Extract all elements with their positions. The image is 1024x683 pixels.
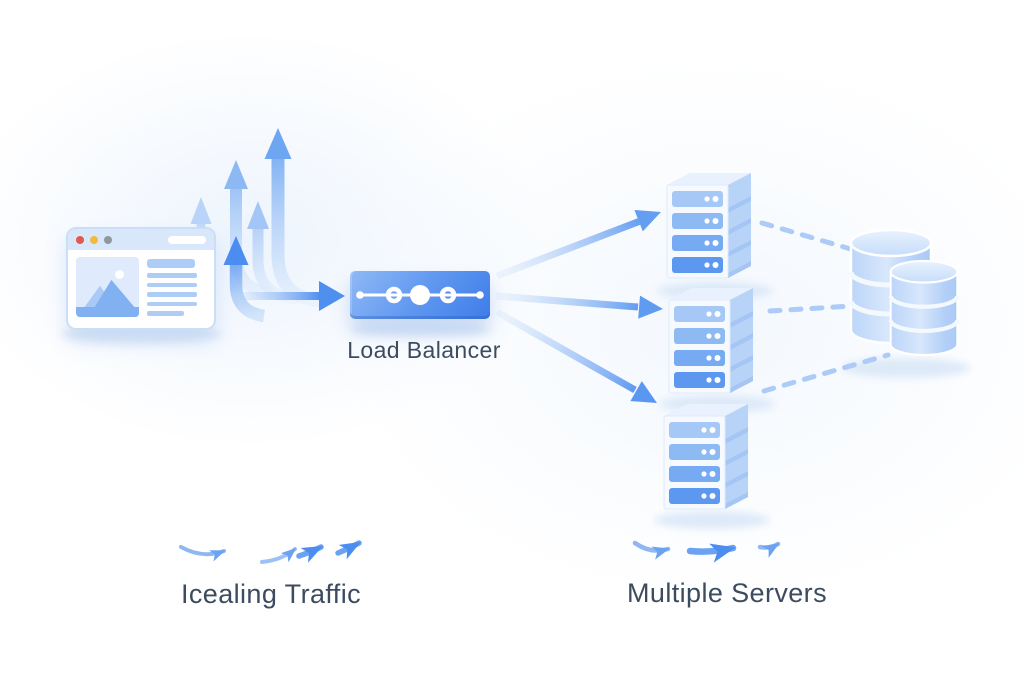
sun-icon	[115, 270, 124, 279]
image-placeholder-icon	[76, 257, 139, 317]
rising-traffic-arrows	[190, 128, 323, 323]
browser-content	[68, 250, 214, 324]
traffic-swoosh-group	[179, 540, 362, 564]
arrow-lb-to-server-1	[495, 210, 661, 280]
window-dot-gray-icon	[104, 235, 112, 244]
dashed-links-servers-to-db	[759, 220, 891, 394]
server-node-2	[668, 287, 754, 394]
load-balancer-node	[350, 271, 490, 319]
load-balancer-label: Load Balancer	[347, 337, 501, 363]
database-cluster	[851, 230, 957, 355]
link-server2-db	[767, 303, 855, 314]
servers-swoosh-group	[632, 540, 781, 563]
arrow-client-to-lb	[232, 281, 345, 311]
load-balancer-icon	[356, 285, 484, 305]
window-dot-yellow-icon	[90, 235, 98, 244]
link-server1-db	[759, 220, 857, 253]
server-node-1	[666, 172, 752, 279]
database-front	[891, 261, 958, 355]
text-line	[147, 292, 197, 297]
window-dot-red-icon	[76, 235, 84, 244]
link-server3-db	[761, 352, 891, 394]
servers-label: Multiple Servers	[627, 578, 827, 608]
text-placeholder-lines	[147, 257, 206, 317]
text-line	[147, 259, 195, 268]
address-bar	[168, 235, 206, 244]
text-line	[147, 311, 184, 316]
text-line	[147, 301, 197, 306]
arrow-lb-to-server-2	[495, 292, 663, 319]
browser-window	[66, 227, 216, 330]
server-node-3	[663, 403, 749, 510]
traffic-label: Icealing Traffic	[181, 579, 361, 609]
text-line	[147, 273, 197, 278]
browser-titlebar	[68, 229, 214, 250]
arrow-lb-to-server-3	[495, 308, 657, 403]
text-line	[147, 282, 197, 287]
